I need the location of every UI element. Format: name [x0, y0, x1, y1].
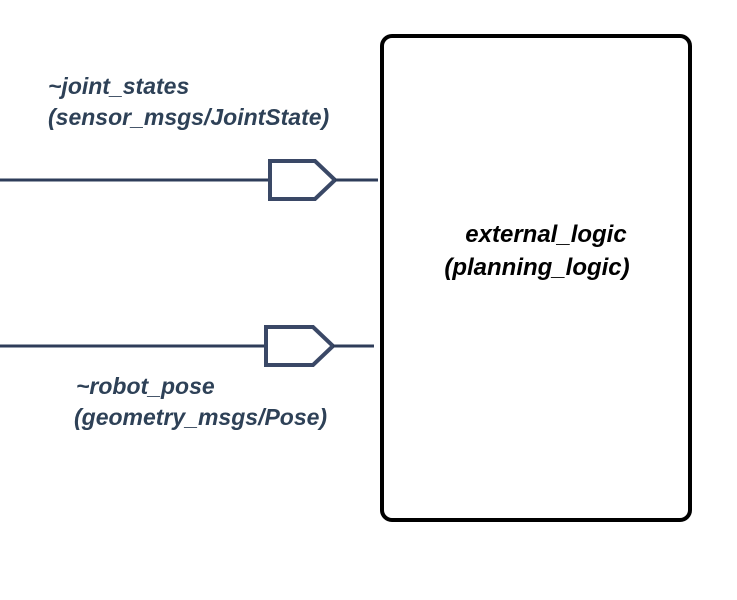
input-robot-pose: ~robot_pose (geometry_msgs/Pose) [0, 325, 374, 430]
input-msg-type: (geometry_msgs/Pose) [74, 404, 327, 430]
input-port-icon [268, 159, 338, 201]
node-name: external_logic [465, 221, 626, 248]
node-type: (planning_logic) [444, 254, 629, 281]
input-topic-name: ~robot_pose [76, 373, 215, 399]
input-topic-name: ~joint_states [48, 73, 189, 99]
input-msg-type: (sensor_msgs/JointState) [48, 104, 329, 130]
node-box [380, 34, 692, 522]
input-port-icon [264, 325, 336, 367]
input-joint-states: ~joint_states (sensor_msgs/JointState) [0, 73, 378, 201]
